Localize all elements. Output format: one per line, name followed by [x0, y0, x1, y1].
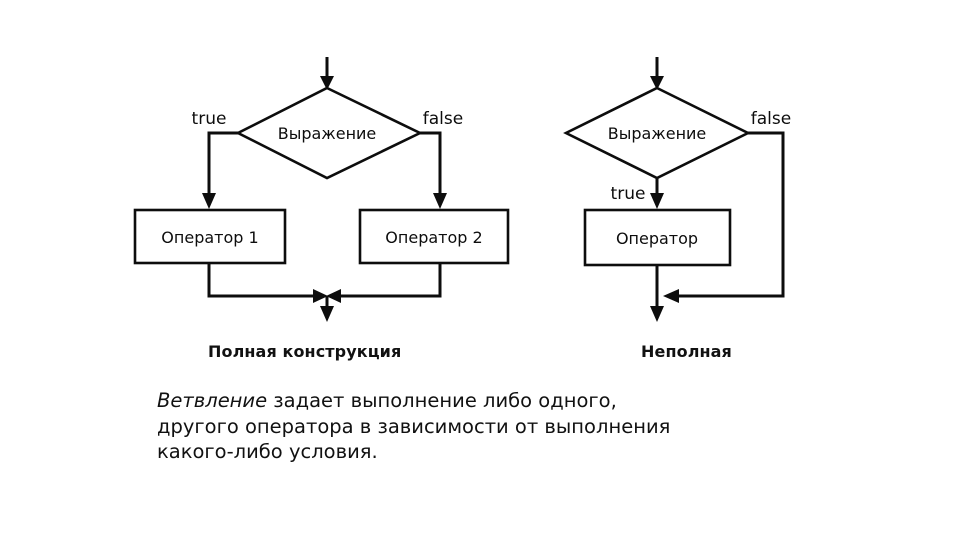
paragraph-line-1-rest: задает выполнение либо одного, [267, 389, 617, 412]
exit-arrow-full [320, 296, 334, 322]
definition-paragraph: Ветвление задает выполнение либо одного,… [157, 388, 697, 465]
entry-arrow-short [650, 57, 664, 90]
entry-arrow-full [320, 57, 334, 90]
full-construction-diagram: Выражение true false Оператор 1 [133, 57, 510, 322]
caption-full-construction: Полная конструкция [208, 342, 402, 361]
definition-term: Ветвление [157, 389, 268, 412]
statement-box-left [133, 208, 287, 265]
decision-diamond-short-label: Выражение [608, 124, 707, 143]
false-label-full: false [423, 109, 463, 129]
paragraph-line-1: Ветвление задает выполнение либо одного, [157, 388, 697, 414]
false-branch-path-full [420, 131, 447, 209]
true-branch-path-short [650, 178, 664, 209]
flowchart-svg: Выражение true false Оператор 1 [133, 57, 791, 322]
true-branch-path-full [202, 131, 238, 209]
flowchart-diagrams: Выражение true false Оператор 1 [133, 57, 791, 322]
statement-box-single-label: Оператор [616, 229, 698, 248]
false-branch-path-short [663, 131, 785, 303]
false-label-short: false [751, 109, 791, 129]
decision-diamond-full-label: Выражение [278, 124, 377, 143]
statement-box-left-label: Оператор 1 [161, 228, 258, 247]
paragraph-line-2: другого оператора в зависимости от выпол… [157, 414, 671, 438]
merge-path-right [326, 263, 442, 303]
paragraph-line-3: какого-либо условия. [157, 440, 378, 463]
statement-box-right-label: Оператор 2 [385, 228, 482, 247]
exit-arrow-short [650, 265, 664, 322]
true-label-short: true [611, 184, 646, 204]
incomplete-construction-diagram: Выражение true false Оператор [563, 57, 791, 322]
true-label-full: true [192, 109, 227, 129]
merge-path-left [207, 263, 328, 303]
statement-box-right [358, 208, 510, 265]
statement-box-single [583, 208, 732, 267]
caption-incomplete-construction: Неполная [641, 342, 732, 361]
decision-diamond-full [235, 86, 423, 180]
